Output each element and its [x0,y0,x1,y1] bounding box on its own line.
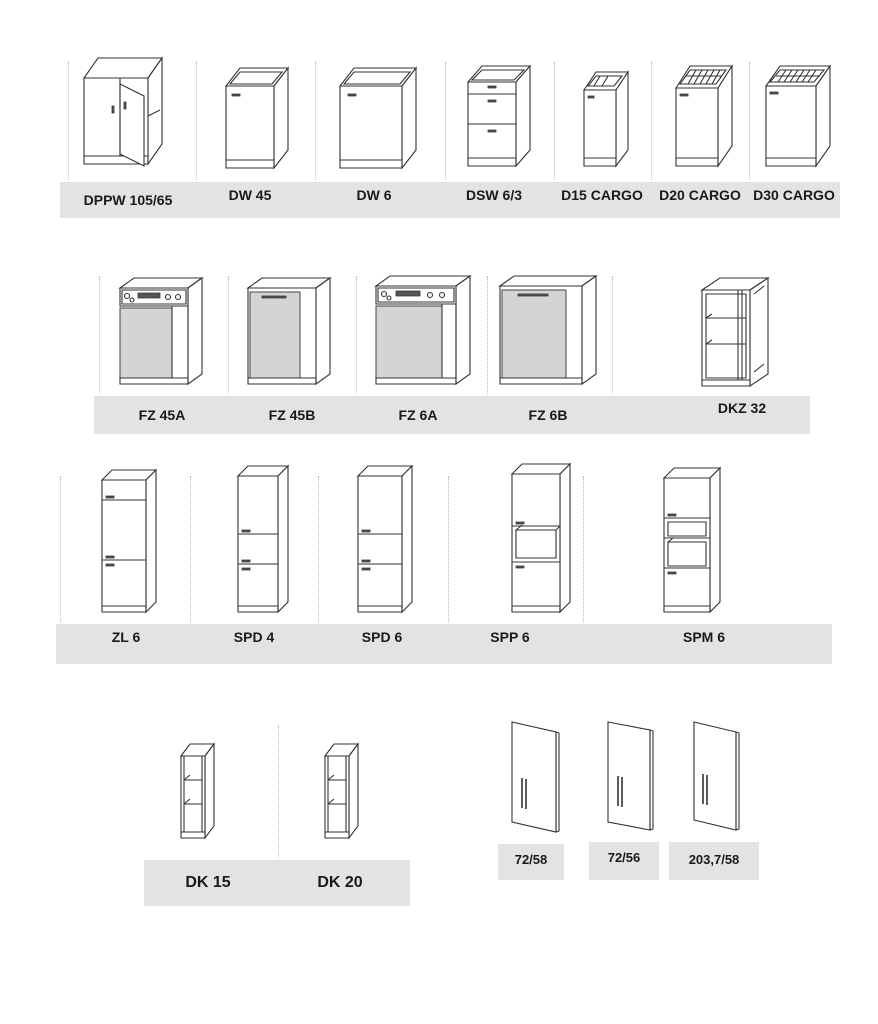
fz-6b-illustration [496,274,600,388]
label-spm-6: SPM 6 [682,629,725,645]
separator [445,62,446,180]
dishwasher-front-icon [244,276,334,388]
fz-45b-illustration [244,276,334,388]
panel-203-7-58-illustration [690,720,742,832]
drawer-cabinet-icon [464,64,534,170]
dppw-105-65-illustration [80,54,164,170]
label-fz-6b: FZ 6B [528,407,568,423]
cargo-cabinet-icon [762,62,834,170]
open-shelf-cabinet-icon [322,742,362,840]
dsw-6-3-illustration [464,64,534,170]
separator [651,62,652,180]
separator [315,62,316,180]
panel-label-band-2 [589,842,659,880]
tall-cabinet-icon [354,464,416,616]
fz-45a-illustration [116,276,206,388]
label-spd-6: SPD 6 [361,629,403,645]
dw-6-illustration [336,64,420,172]
label-panel-72-58: 72/58 [514,852,548,867]
separator [554,62,555,180]
separator [60,476,61,622]
door-panel-icon [508,720,562,834]
separator [356,276,357,394]
label-spd-4: SPD 4 [233,629,275,645]
separator [749,62,750,180]
fz-6a-illustration [372,274,474,388]
panel-72-56-illustration [604,720,656,832]
label-d30-cargo: D30 CARGO [753,187,835,203]
separator [487,276,488,394]
spp-6-illustration [508,462,574,616]
row3-label-band [56,624,832,664]
dkz-32-illustration [698,274,772,390]
spm-6-illustration [660,466,724,616]
label-dsw-6-3: DSW 6/3 [465,187,522,203]
separator [612,276,613,394]
panel-72-58-illustration [508,720,562,834]
tall-cabinet-icon [234,464,292,616]
corner-base-cabinet-icon [80,54,164,170]
separator [583,476,584,622]
label-fz-6a: FZ 6A [398,407,438,423]
spd-6-illustration [354,464,416,616]
row4-label-band [144,860,410,906]
dk-20-illustration [322,742,362,840]
oven-microwave-tall-cabinet-icon [660,466,724,616]
dishwasher-front-icon [372,274,474,388]
separator [68,62,69,180]
label-dw-6: DW 6 [356,187,392,203]
dk-15-illustration [178,742,218,840]
d20-cargo-illustration [672,62,736,170]
row1-label-band [60,182,840,218]
panel-label-band-3 [669,842,759,880]
open-shelf-cabinet-icon [178,742,218,840]
door-panel-icon [690,720,742,832]
label-fz-45a: FZ 45A [138,407,186,423]
d15-cargo-illustration [580,68,632,170]
label-dk-20: DK 20 [317,874,363,891]
cargo-cabinet-icon [580,68,632,170]
panel-label-band-1 [498,844,564,880]
cargo-cabinet-icon [672,62,736,170]
d30-cargo-illustration [762,62,834,170]
label-panel-72-56: 72/56 [607,850,641,865]
separator [190,476,191,622]
base-cabinet-icon [336,64,420,172]
label-panel-203-7-58: 203,7/58 [688,852,740,867]
dishwasher-front-icon [116,276,206,388]
label-dk-15: DK 15 [185,874,231,891]
label-dppw-105-65: DPPW 105/65 [83,192,173,208]
label-spp-6: SPP 6 [490,629,530,645]
separator [318,476,319,622]
separator [228,276,229,394]
label-d20-cargo: D20 CARGO [659,187,741,203]
dw-45-illustration [222,64,292,172]
separator [278,726,279,858]
label-dw-45: DW 45 [228,187,272,203]
label-dkz-32: DKZ 32 [717,400,767,416]
label-fz-45b: FZ 45B [268,407,316,423]
row2-label-band [94,396,810,434]
label-d15-cargo: D15 CARGO [561,187,643,203]
separator [196,62,197,180]
separator [448,476,449,622]
open-shelf-cabinet-icon [698,274,772,390]
door-panel-icon [604,720,656,832]
fridge-tall-cabinet-icon [98,468,160,616]
zl-6-illustration [98,468,160,616]
oven-tall-cabinet-icon [508,462,574,616]
dishwasher-front-icon [496,274,600,388]
separator [99,276,100,394]
base-cabinet-icon [222,64,292,172]
label-zl-6: ZL 6 [111,629,141,645]
spd-4-illustration [234,464,292,616]
